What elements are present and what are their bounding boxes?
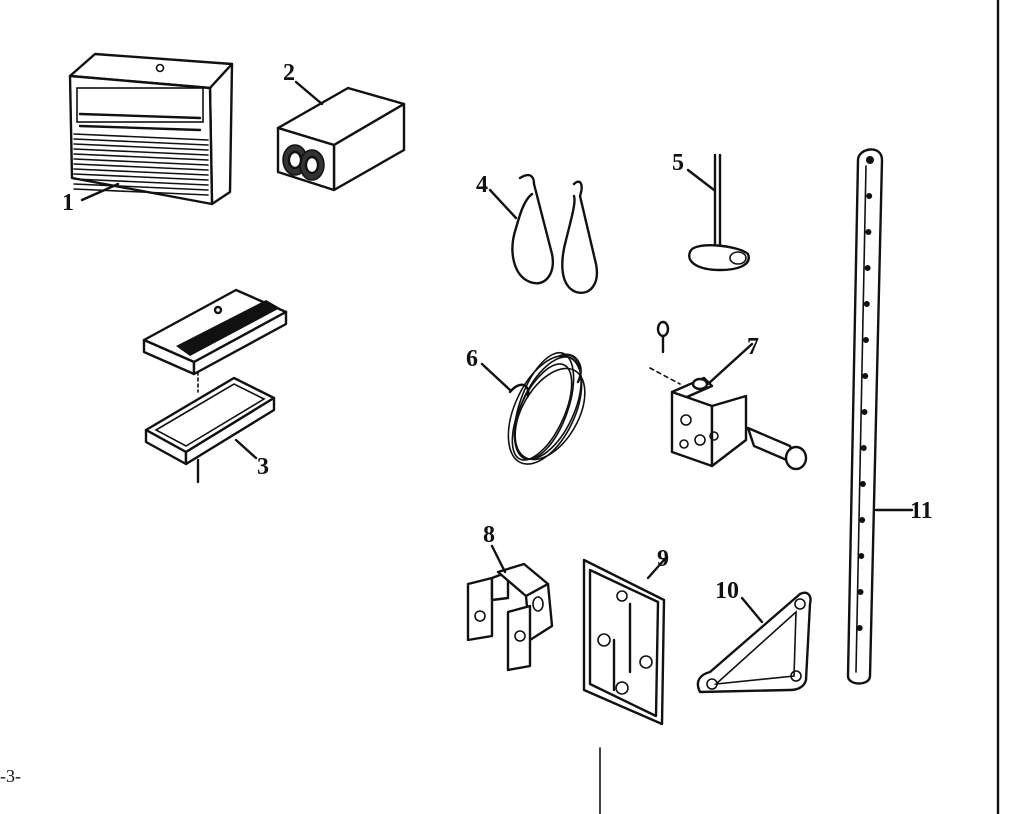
part-1-opener-unit: 1 [62, 52, 234, 216]
callout-11: 11 [910, 498, 933, 524]
strap-hole [859, 481, 866, 487]
part-9-plate: 9 [582, 546, 669, 726]
strap-hole [860, 445, 867, 451]
callout-10: 10 [715, 578, 739, 604]
callout-2: 2 [283, 60, 295, 86]
strap-hole [857, 589, 864, 595]
part-6-cord-coil: 6 [466, 346, 586, 465]
callout-3: 3 [257, 454, 269, 480]
callout-8: 8 [483, 522, 495, 548]
strap-hole [866, 156, 874, 164]
part-4-hooks: 4 [476, 172, 599, 294]
strap-hole [866, 193, 873, 199]
strap-hole [859, 517, 866, 523]
strap-holes [856, 156, 874, 631]
callout-6: 6 [466, 346, 478, 372]
part-8-bracket: 8 [466, 522, 554, 672]
part-3-remote-transmitter: 3 [142, 288, 288, 484]
callout-1: 1 [62, 190, 74, 216]
callout-9: 9 [657, 546, 669, 572]
strap-hole [864, 265, 871, 271]
part-2-light-housing: 2 [276, 60, 406, 192]
part-5-release-handle: 5 [672, 150, 750, 272]
part-11-perforated-strap: 11 [846, 148, 933, 685]
strap-hole [863, 337, 869, 343]
strap-hole [862, 373, 869, 379]
strap-hole [865, 229, 872, 235]
page-number: -3- [0, 766, 21, 786]
callout-5: 5 [672, 150, 684, 176]
strap-hole [856, 625, 863, 631]
part-10-triangle-brace: 10 [696, 578, 812, 694]
strap-hole [861, 409, 868, 415]
strap-hole [863, 301, 870, 307]
callout-4: 4 [476, 172, 488, 198]
callout-7: 7 [747, 334, 759, 360]
strap-hole [858, 553, 865, 559]
grille-lines [73, 133, 209, 196]
part-7-door-bracket: 7 [649, 320, 808, 471]
